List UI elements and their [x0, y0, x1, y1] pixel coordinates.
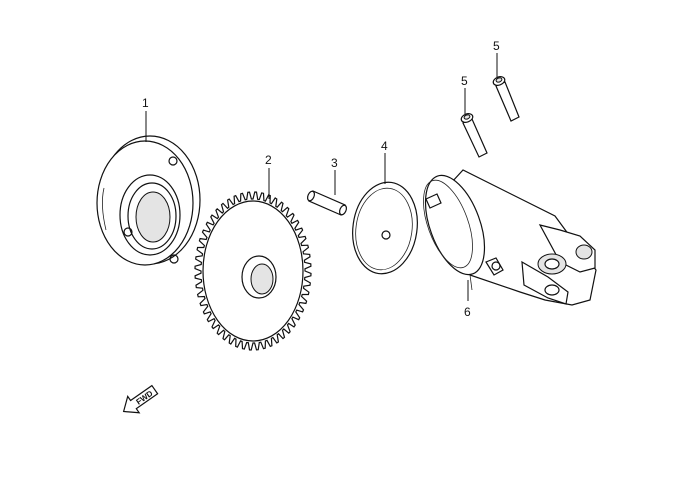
callout-6: 6: [464, 305, 471, 319]
part-1-clutch-housing: [96, 135, 201, 266]
part-6-starter-motor: [423, 169, 597, 306]
callout-5-lower: 5: [461, 74, 468, 88]
part-2-starter-gear: [194, 191, 312, 351]
callout-1: 1: [142, 96, 149, 110]
part-5-bolt-lower: [460, 113, 488, 158]
callout-3: 3: [331, 156, 338, 170]
part-5-bolt-upper: [492, 76, 520, 122]
part-4-washer-disc: [352, 181, 418, 275]
fwd-arrow-icon: FWD: [122, 384, 159, 414]
leader-lines: [145, 53, 498, 301]
callout-2: 2: [265, 153, 272, 167]
callout-5-upper: 5: [493, 39, 500, 53]
callout-4: 4: [381, 139, 388, 153]
part-3-pin: [306, 190, 348, 216]
